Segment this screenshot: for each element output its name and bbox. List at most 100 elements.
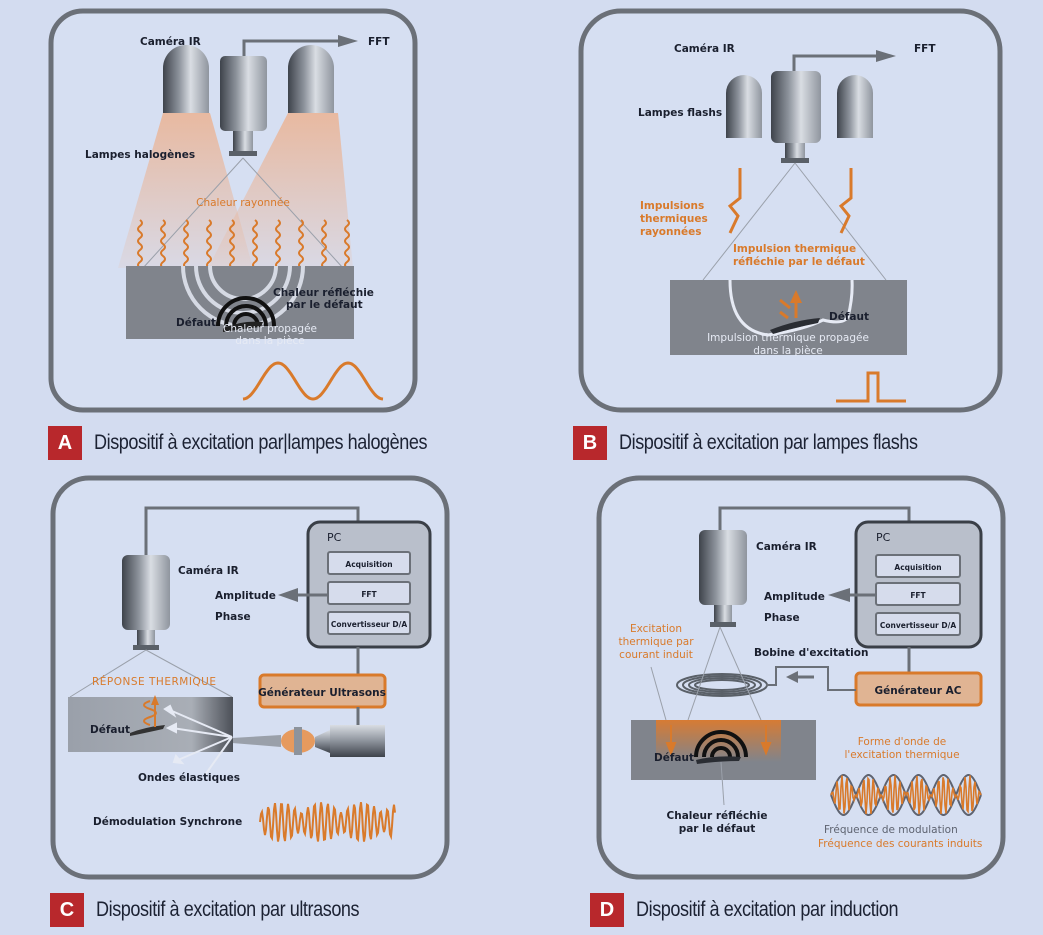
panel-c-ultrasound: Caméra IR PC Acquisition FFT Convertisse…	[50, 475, 450, 880]
heat-arrow	[275, 219, 281, 269]
label-lamps: Lampes flashs	[638, 107, 722, 119]
camera-cable	[144, 506, 360, 555]
acquisition-block	[875, 554, 961, 578]
label-pulses-2: thermiques	[640, 213, 708, 225]
badge-c: C	[50, 893, 84, 927]
label-lamps: Lampes halogènes	[85, 149, 195, 161]
label-pulses-1: Impulsions	[640, 200, 704, 212]
label-thermal-response: RÉPONSE THERMIQUE	[92, 675, 217, 688]
lamp-beam-right	[208, 113, 353, 268]
pulse-waveform	[836, 371, 906, 403]
heat-arrow	[321, 219, 327, 269]
caption-a-text: Dispositif à excitation par|lampes halog…	[94, 431, 428, 454]
heat-arrow	[298, 219, 304, 269]
flash-lamp-icon	[726, 75, 762, 138]
caption-b: B Dispositif à excitation par lampes fla…	[573, 426, 966, 460]
fft-block	[327, 581, 411, 605]
halogen-lamp-icon	[163, 45, 209, 113]
label-reflected-2: par le défaut	[679, 823, 756, 835]
label-propagated-1: Impulsion thermique propagée	[707, 332, 869, 344]
fft-arrow	[242, 39, 343, 56]
label-camera: Caméra IR	[756, 541, 817, 553]
label-reflected-2: réfléchie par le défaut	[733, 256, 865, 268]
label-elastic-waves: Ondes élastiques	[138, 772, 240, 784]
caption-d: D Dispositif à excitation par induction	[590, 893, 941, 927]
defect-shape	[696, 756, 741, 764]
label-excitation-3: courant induit	[619, 649, 693, 661]
caption-c: C Dispositif à excitation par ultrasons	[50, 893, 402, 927]
label-propagated-2: dans la pièce	[235, 335, 305, 347]
label-generator: Générateur AC	[875, 685, 962, 697]
ir-camera-icon	[771, 71, 821, 143]
heat-arrow	[252, 219, 258, 269]
label-phase: Phase	[764, 612, 800, 624]
heat-arrow	[137, 219, 143, 269]
panel-b-flash: Caméra IR FFT Lampes flashs Impulsions t…	[578, 8, 1003, 413]
elastic-wave-arrows	[163, 704, 233, 776]
label-acquisition: Acquisition	[345, 560, 392, 569]
label-reflected-1: Chaleur réfléchie	[273, 287, 374, 299]
caption-c-text: Dispositif à excitation par ultrasons	[96, 898, 360, 921]
panel-a-halogen: Caméra IR FFT Lampes halogènes Chaleur r…	[48, 8, 418, 413]
label-demodulation: Démodulation Synchrone	[93, 816, 242, 828]
badge-b: B	[573, 426, 607, 460]
label-fft: FFT	[368, 36, 390, 48]
badge-d: D	[590, 893, 624, 927]
diagram-halogen: Caméra IR FFT Lampes halogènes Chaleur r…	[48, 8, 418, 413]
halogen-lamp-icon	[288, 45, 334, 113]
label-fft: FFT	[914, 43, 936, 55]
label-fft: FFT	[910, 591, 926, 600]
diagram-flash: Caméra IR FFT Lampes flashs Impulsions t…	[578, 8, 1003, 413]
heat-arrow	[183, 219, 189, 269]
label-induced-frequency: Fréquence des courants induits	[818, 838, 982, 850]
caption-b-text: Dispositif à excitation par lampes flash…	[619, 431, 918, 454]
label-radiated-heat: Chaleur rayonnée	[196, 197, 290, 209]
sine-waveform	[242, 361, 384, 401]
caption-a: A Dispositif à excitation par|lampes hal…	[48, 426, 481, 460]
label-modulation-frequency: Fréquence de modulation	[824, 824, 958, 836]
flash-lamp-icon	[837, 75, 873, 138]
label-pulses-3: rayonnées	[640, 226, 701, 238]
label-phase: Phase	[215, 611, 251, 623]
flash-pulse-icon	[727, 168, 742, 234]
label-waveform-1: Forme d'onde de	[858, 736, 946, 748]
induced-carrier	[830, 775, 982, 815]
heat-arrow	[206, 219, 212, 269]
panel-d-induction: Caméra IR PC Acquisition FFT Convertisse…	[596, 475, 1006, 880]
ultrasound-generator	[258, 673, 387, 709]
label-defect: Défaut	[829, 311, 869, 323]
label-defect: Défaut	[176, 317, 216, 329]
heat-arrow	[344, 219, 350, 269]
fft-arrow	[792, 54, 883, 71]
flash-pulse-icon	[838, 168, 853, 234]
label-excitation-2: thermique par	[618, 636, 694, 648]
label-reflected-1: Chaleur réfléchie	[667, 810, 768, 822]
ir-camera-icon	[220, 56, 267, 131]
output-arrow	[828, 588, 850, 602]
lamp-beam-left	[118, 113, 253, 268]
label-propagated-1: Chaleur propagée	[223, 323, 317, 335]
ultrasound-transducer	[330, 725, 385, 757]
ir-camera-icon	[699, 530, 747, 605]
test-piece	[670, 280, 907, 355]
label-camera: Caméra IR	[178, 565, 239, 577]
badge-a: A	[48, 426, 82, 460]
ir-camera-icon	[122, 555, 170, 630]
label-converter: Convertisseur D/A	[331, 620, 407, 629]
output-arrow	[278, 588, 298, 602]
label-amplitude: Amplitude	[764, 591, 825, 603]
camera-cable	[718, 506, 911, 530]
defect-shape	[770, 318, 820, 334]
label-waveform-2: l'excitation thermique	[844, 749, 959, 761]
label-defect: Défaut	[654, 752, 694, 764]
label-camera: Caméra IR	[140, 36, 201, 48]
converter-block	[875, 612, 961, 636]
label-camera: Caméra IR	[674, 43, 735, 55]
label-propagated-2: dans la pièce	[753, 345, 823, 357]
defect-shape	[130, 725, 165, 736]
modulated-waveform	[259, 802, 396, 843]
converter-block	[327, 611, 411, 635]
am-carrier-waveform	[830, 774, 982, 816]
acquisition-block	[327, 551, 411, 575]
label-pc: PC	[327, 531, 342, 544]
